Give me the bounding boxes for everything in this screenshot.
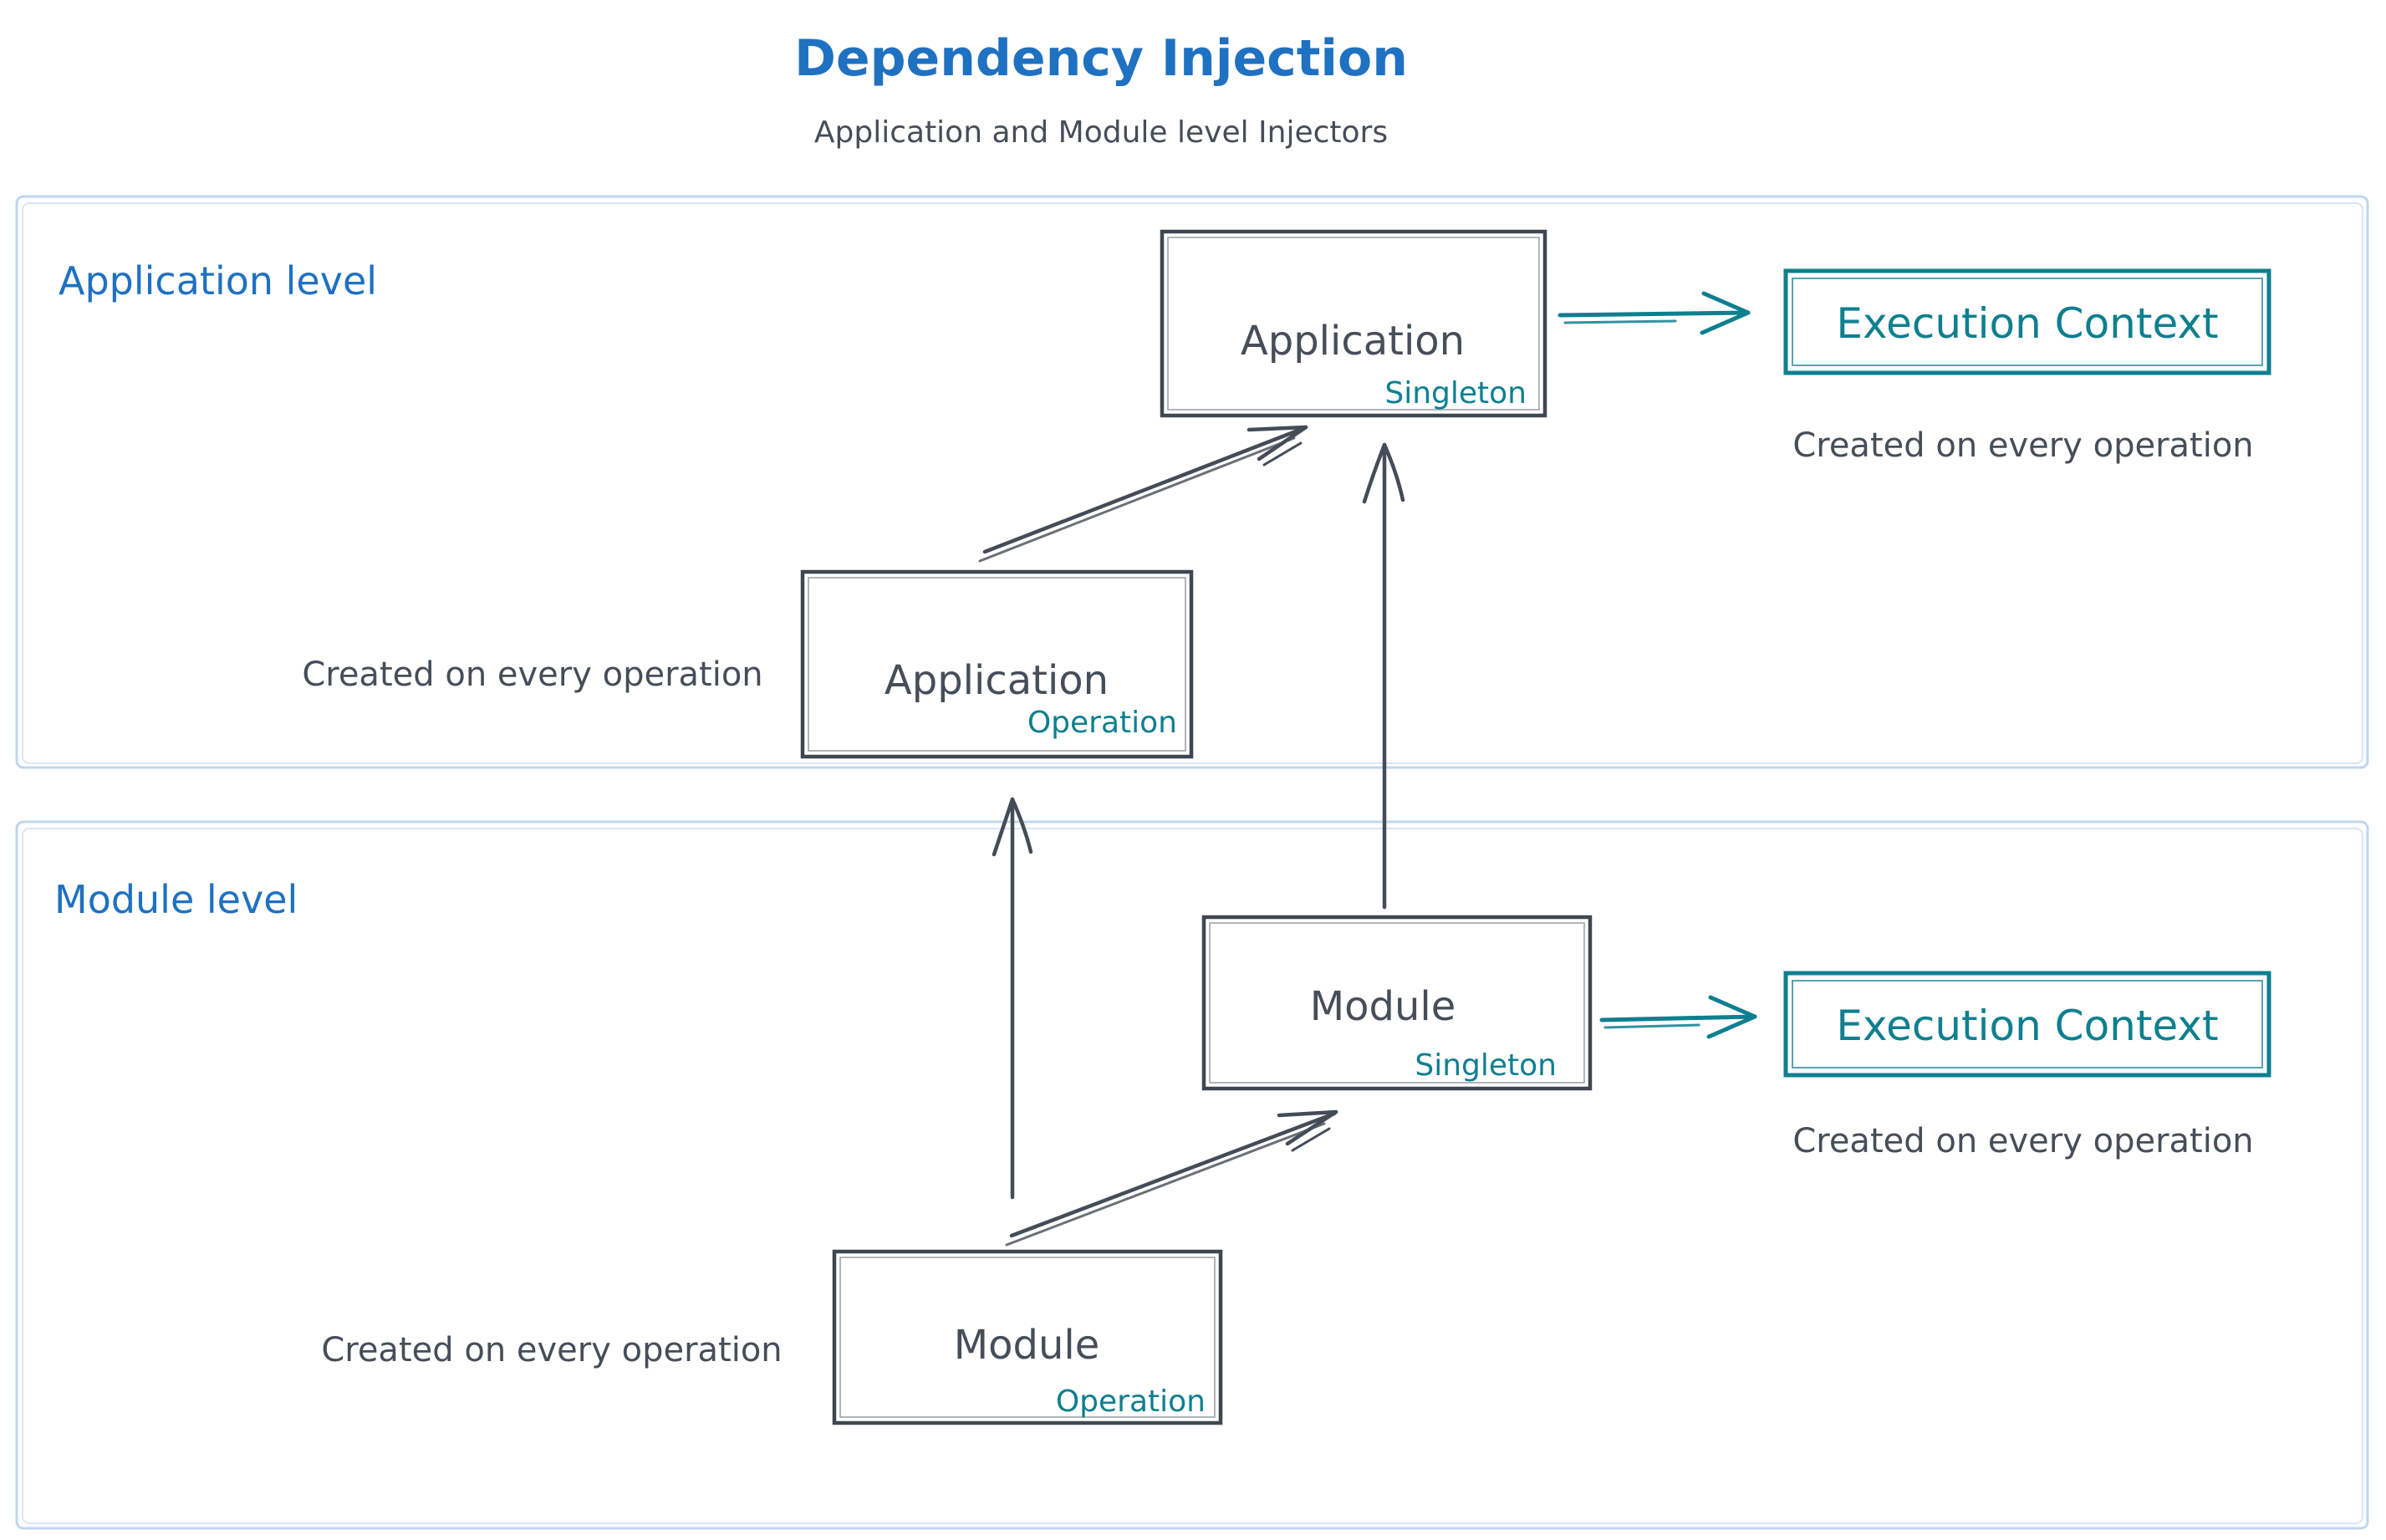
arrow-module-operation-to-app-operation — [992, 797, 1033, 1200]
arrow-module-operation-to-module-singleton — [1005, 1109, 1338, 1247]
caption-execution-context-module: Created on every operation — [1792, 1122, 2253, 1160]
caption-execution-context-app: Created on every operation — [1792, 426, 2253, 465]
caption-application-operation: Created on every operation — [302, 655, 762, 694]
diagram-subtitle: Application and Module level Injectors — [814, 115, 1388, 150]
caption-module-operation: Created on every operation — [321, 1331, 782, 1369]
module-level-label: Module level — [54, 877, 298, 922]
application-level-container: Application level — [15, 195, 2369, 769]
node-title: Application — [1241, 318, 1465, 365]
node-title: Execution Context — [1836, 1002, 2218, 1050]
node-title: Execution Context — [1836, 299, 2218, 348]
node-variant: Singleton — [1384, 376, 1527, 410]
arrow-app-singleton-to-execution-context — [1558, 291, 1751, 335]
node-variant: Operation — [1056, 1384, 1206, 1419]
node-module-operation: Module Operation — [832, 1249, 1223, 1425]
node-variant: Operation — [1027, 706, 1177, 740]
arrow-module-singleton-to-app-singleton — [1362, 442, 1405, 910]
node-application-singleton: Application Singleton — [1160, 229, 1547, 418]
node-title: Module — [1310, 983, 1456, 1030]
node-title: Module — [954, 1322, 1100, 1369]
node-execution-context-module: Execution Context — [1783, 971, 2271, 1078]
node-title: Application — [885, 657, 1109, 704]
arrow-app-operation-to-app-singleton — [978, 425, 1308, 563]
diagram-title: Dependency Injection — [794, 29, 1408, 88]
module-level-container: Module level — [15, 820, 2369, 1530]
arrow-module-singleton-to-execution-context — [1599, 995, 1757, 1039]
node-module-singleton: Module Singleton — [1201, 915, 1593, 1091]
application-level-label: Application level — [59, 258, 377, 303]
node-execution-context-app: Execution Context — [1783, 268, 2271, 375]
node-variant: Singleton — [1415, 1048, 1557, 1083]
node-application-operation: Application Operation — [800, 569, 1194, 759]
